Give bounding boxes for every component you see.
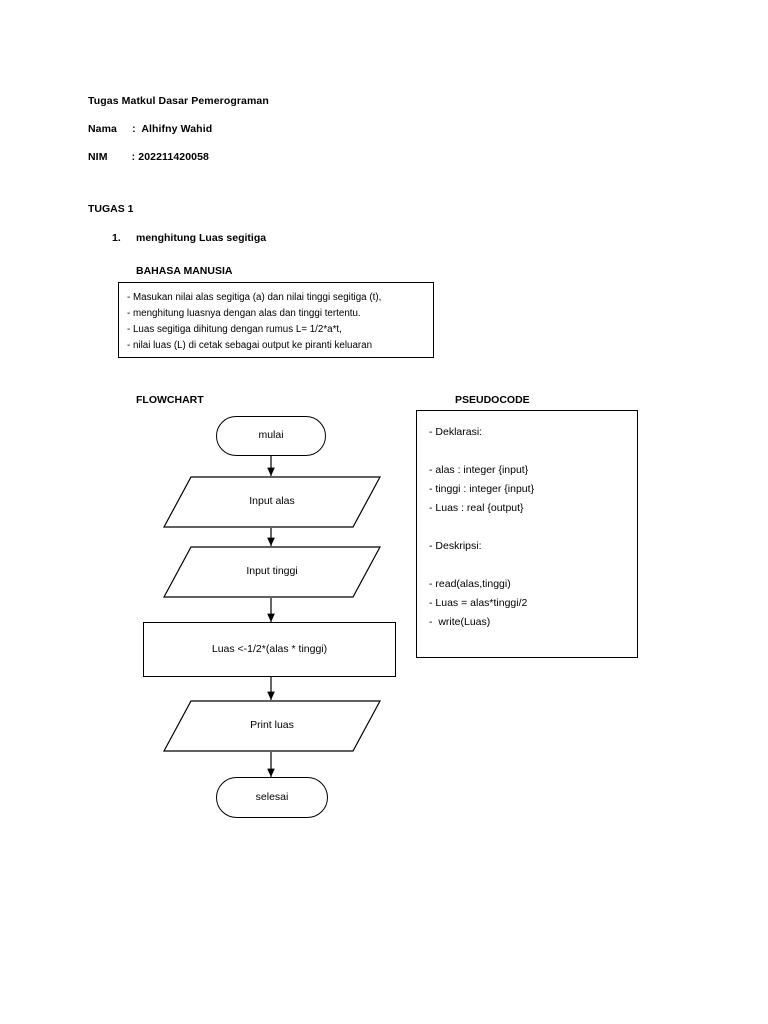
pseudocode-line: - Deklarasi:: [429, 426, 483, 438]
pseudocode-line: - Deskripsi:: [429, 540, 482, 552]
flowchart-node-input-tinggi: [163, 546, 381, 598]
header-line-title: Tugas Matkul Dasar Pemerograman: [88, 95, 269, 107]
label-flowchart: FLOWCHART: [136, 394, 204, 406]
section-title: TUGAS 1: [88, 203, 134, 215]
flowchart-node-process-luas: [143, 622, 396, 677]
pseudocode-line: - Luas = alas*tinggi/2: [429, 597, 528, 609]
pseudocode-line: - write(Luas): [429, 616, 491, 628]
flowchart-node-process-luas-label: Luas <-1/2*(alas * tinggi): [211, 643, 328, 655]
bahasa-line: - menghitung luasnya dengan alas dan tin…: [127, 308, 361, 319]
pseudocode-line: - alas : integer {input}: [429, 464, 529, 476]
bahasa-line: - Luas segitiga dihitung dengan rumus L=…: [127, 324, 342, 335]
flowchart-node-input-alas-label: Input alas: [249, 495, 295, 507]
header-line-nim: NIM : 202211420058: [88, 151, 209, 163]
bahasa-line: - nilai luas (L) di cetak sebagai output…: [127, 340, 373, 351]
bahasa-manusia-box: - Masukan nilai alas segitiga (a) dan ni…: [118, 282, 434, 358]
label-bahasa-manusia: BAHASA MANUSIA: [136, 265, 233, 277]
header-line-name: Nama : Alhifny Wahid: [88, 123, 213, 135]
flowchart-node-input-alas: [163, 476, 381, 528]
flowchart-node-start-label: mulai: [258, 429, 284, 441]
pseudocode-line: - read(alas,tinggi): [429, 578, 511, 590]
flowchart-node-end: [216, 777, 328, 818]
pseudocode-line: - tinggi : integer {input}: [429, 483, 535, 495]
pseudocode-box: - Deklarasi: - alas : integer {input} - …: [416, 410, 638, 658]
flowchart-node-print-luas: [163, 700, 381, 752]
list-item-text: menghitung Luas segitiga: [136, 232, 267, 244]
flowchart-node-end-label: selesai: [255, 791, 289, 803]
flowchart-node-print-luas-label: Print luas: [250, 719, 294, 731]
flowchart-node-input-tinggi-label: Input tinggi: [246, 565, 298, 577]
bahasa-line: - Masukan nilai alas segitiga (a) dan ni…: [127, 292, 382, 303]
pseudocode-line: - Luas : real {output}: [429, 502, 524, 514]
flowchart-node-start: [216, 416, 326, 456]
list-item-number: 1.: [112, 232, 121, 244]
label-pseudocode: PSEUDOCODE: [455, 394, 530, 406]
